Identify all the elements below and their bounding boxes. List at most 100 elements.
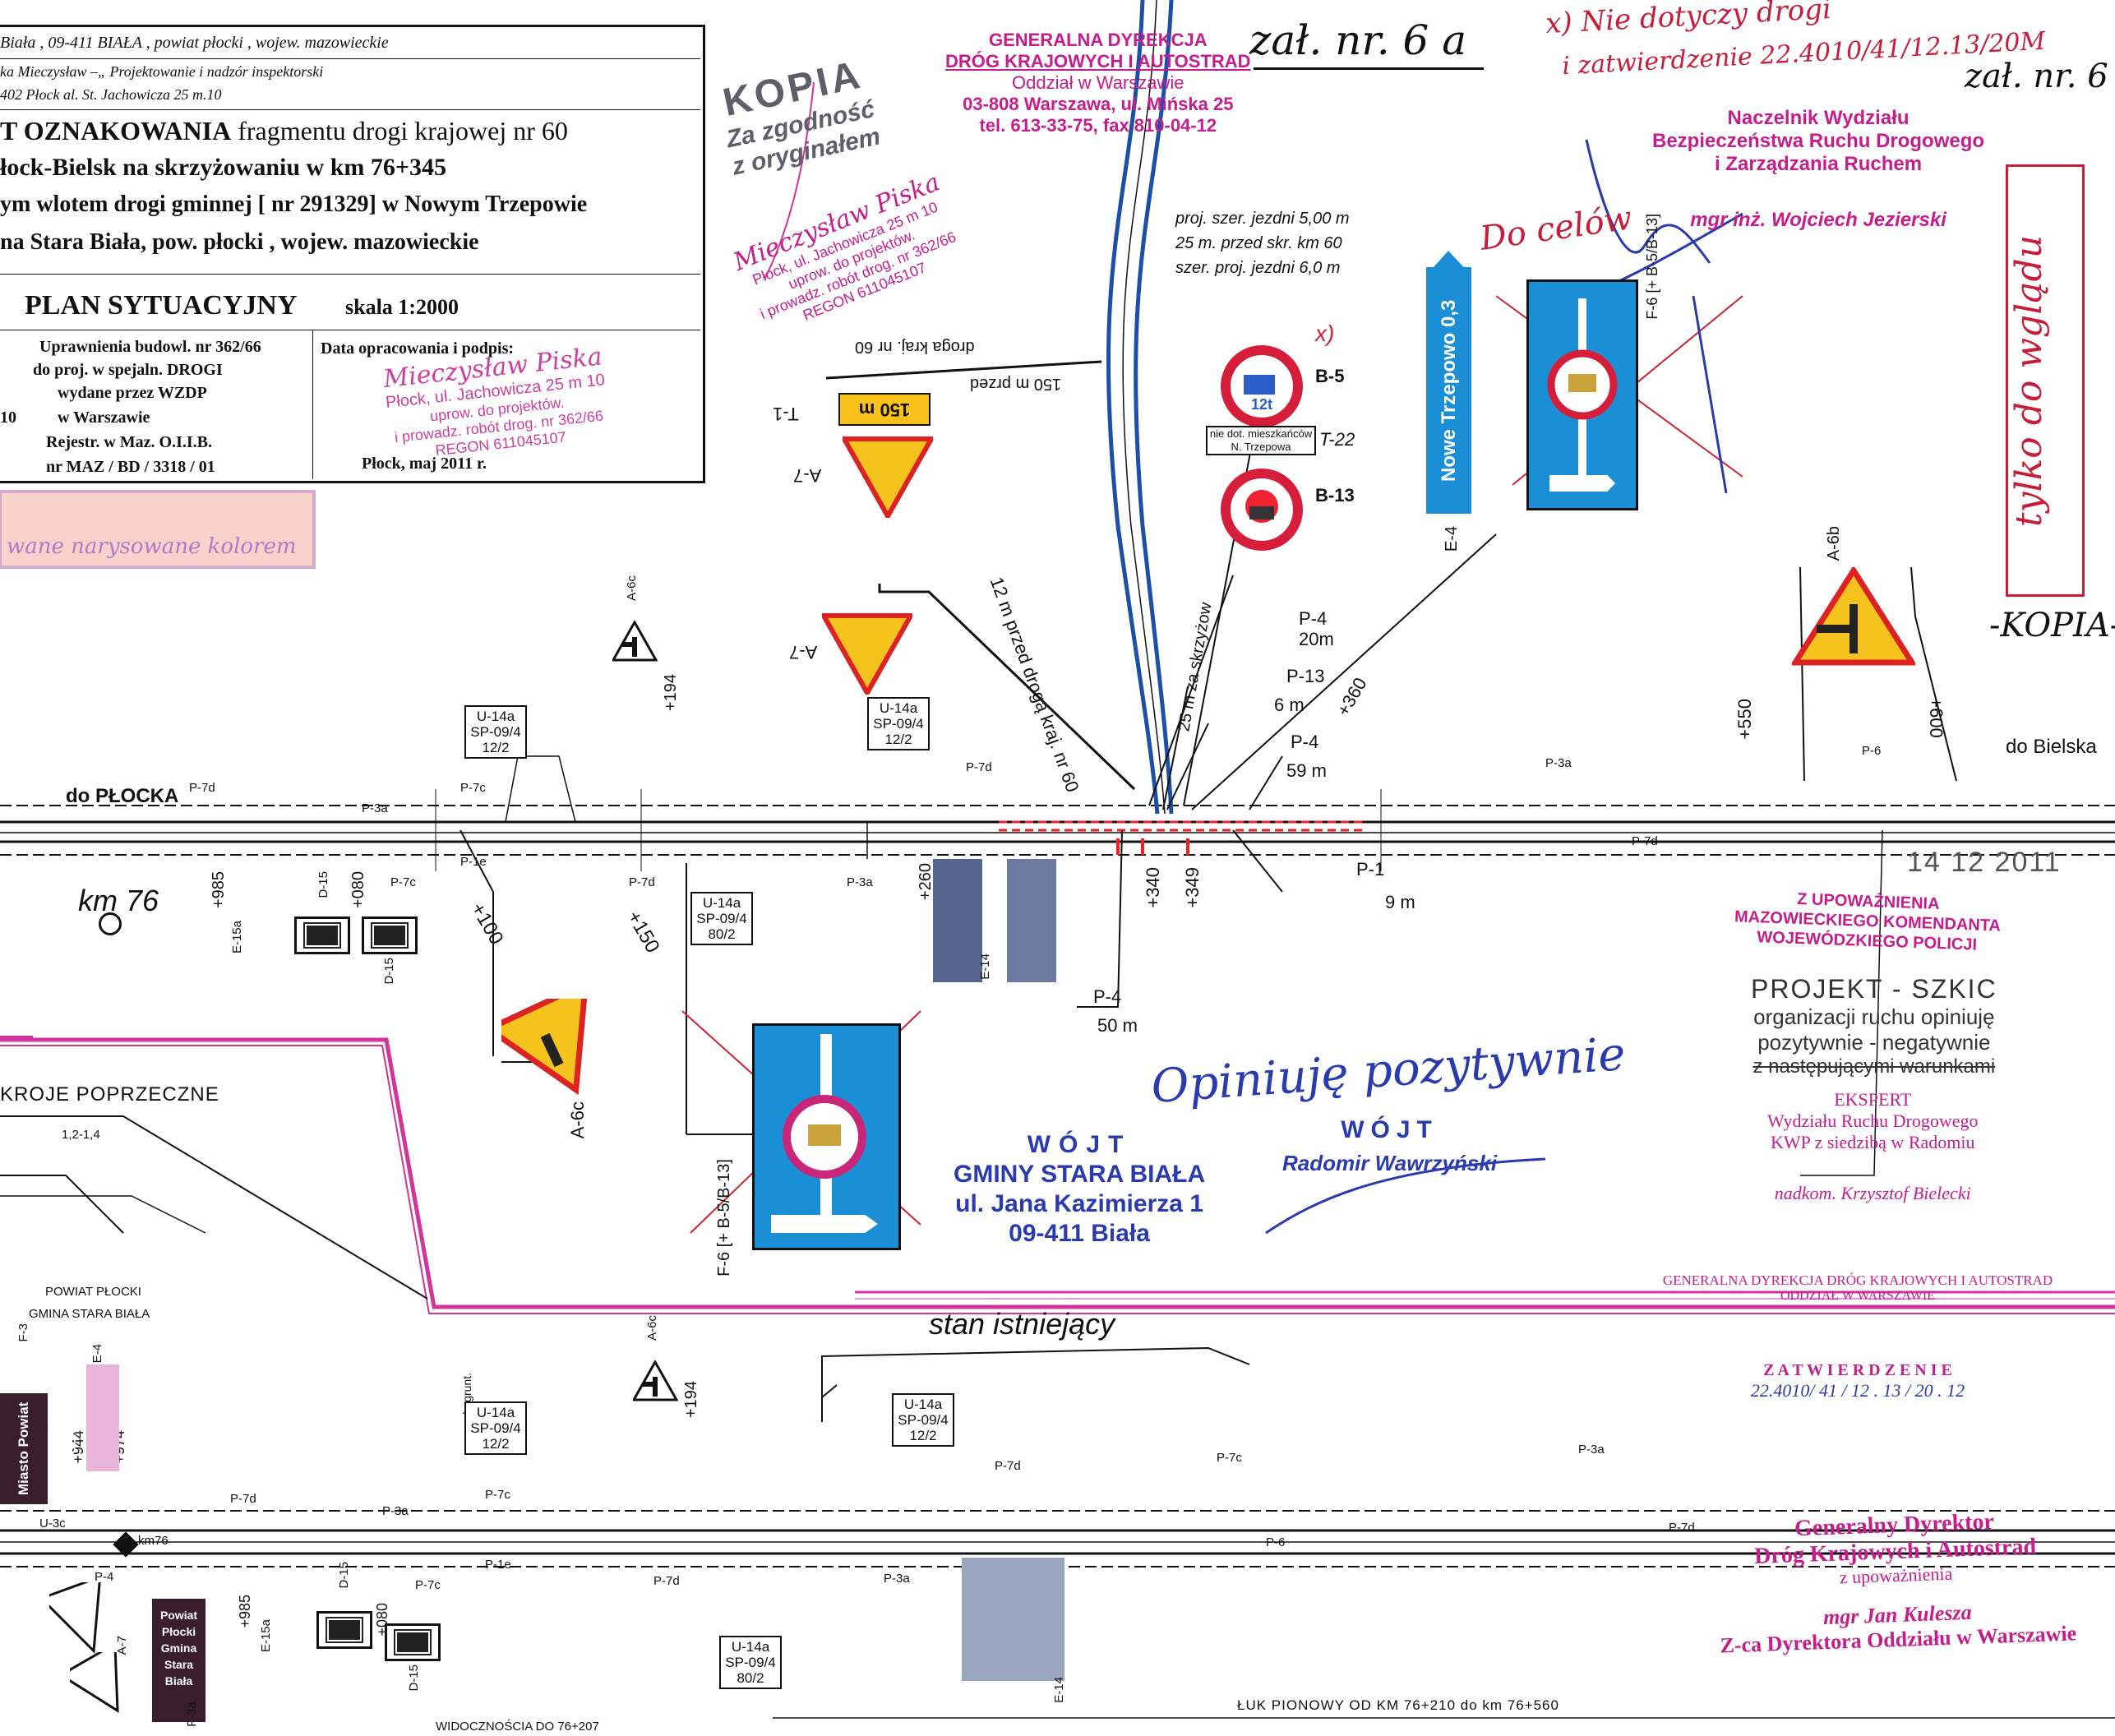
label-p4-50m: 50 m bbox=[1097, 1015, 1138, 1036]
sign-a6c-label-2: A-6c bbox=[567, 1101, 588, 1139]
label-d15-b2: D-15 bbox=[407, 1664, 421, 1692]
label-p13-m: 6 m bbox=[1274, 695, 1305, 715]
label-p1e-1: P-1e bbox=[460, 855, 487, 869]
cross-section-dim: 1,2-1,4 bbox=[62, 1128, 100, 1142]
gmina-label: GMINA STARA BIAŁA bbox=[29, 1307, 150, 1321]
distance-150-label: 150 m przed bbox=[970, 375, 1062, 393]
label-d15-2: D-15 bbox=[382, 958, 396, 985]
label-p1e-b1: P-1e bbox=[485, 1558, 511, 1572]
sign-f6-bottom bbox=[752, 1023, 901, 1250]
gddkia-stamp: GENERALNA DYREKCJA DRÓG KRAJOWYCH I AUTO… bbox=[945, 30, 1251, 136]
director-stamp: Generalny Dyrektor Dróg Krajowych i Auto… bbox=[1720, 1508, 2077, 1658]
proj-width-note-2: szer. proj. jezdni 6,0 m bbox=[1175, 259, 1341, 277]
label-p4-50: P-4 bbox=[1093, 986, 1122, 1007]
permission-line-5: Rejestr. w Maz. O.I.I.B. bbox=[46, 433, 213, 451]
direction-plock: do PŁOCKA bbox=[66, 785, 179, 807]
permission-line-3: wydane przez WZDP bbox=[58, 384, 207, 402]
label-p3a-1: P-3a bbox=[362, 801, 388, 815]
label-p4-59: P-4 bbox=[1291, 732, 1319, 752]
sign-b5-label: B-5 bbox=[1315, 366, 1345, 386]
date-label: Data opracowania i podpis: bbox=[321, 339, 515, 358]
label-p7d-b3: P-7d bbox=[995, 1459, 1021, 1473]
kopia-note: -KOPIA- bbox=[1989, 607, 2115, 644]
legend-text: wane narysowane kolorem bbox=[7, 534, 297, 559]
sign-t1-label: T-1 bbox=[773, 404, 799, 424]
label-e14-1: E-14 bbox=[978, 953, 992, 980]
title-line-1: T OZNAKOWANIA fragmentu drogi krajowej n… bbox=[0, 116, 568, 145]
label-p7c-2: P-7c bbox=[390, 875, 416, 889]
plan-scale: skala 1:2000 bbox=[345, 295, 459, 319]
sign-b13-label: B-13 bbox=[1315, 485, 1355, 506]
sign-e14-b bbox=[962, 1558, 1064, 1681]
sign-d15-b1 bbox=[316, 1611, 372, 1649]
label-p7d-b4: P-7d bbox=[1669, 1521, 1695, 1535]
miasto-plock-sign: Miasto Powiat Płock bbox=[0, 1393, 79, 1504]
wojt-name-stamp: WÓJT Radomir Wawrzyński bbox=[1282, 1116, 1498, 1175]
title-line-2: łock-Bielsk na skrzyżowaniu w km 76+345 bbox=[0, 154, 446, 181]
label-p3a-b3: P-3a bbox=[1578, 1443, 1605, 1457]
label-f3-b: F-3 bbox=[16, 1323, 30, 1342]
attachment-number-2: zał. nr. 6 a bbox=[1965, 58, 2115, 95]
sign-f6-top bbox=[1526, 279, 1638, 510]
sign-e4-direction: Nowe Trzepowo 0,3 bbox=[1426, 267, 1471, 514]
permission-line-2: do proj. w spejaln. DROGI bbox=[33, 361, 223, 379]
sign-a7-label: A-7 bbox=[793, 465, 822, 486]
plan-title: PLAN SYTUACYJNY bbox=[25, 290, 298, 321]
km-76-marker: km 76 bbox=[78, 884, 159, 917]
sign-a6c-icon-3 bbox=[633, 1360, 678, 1401]
sign-a7-b1 bbox=[49, 1582, 102, 1654]
sign-f6-top-label: F-6 [+ B-5/B-13] bbox=[1644, 214, 1660, 320]
km76-label-b: km76 bbox=[138, 1534, 169, 1548]
distance-25-note: 25 m. przed skr. km 60 bbox=[1175, 234, 1342, 252]
label-p7d-2: P-7d bbox=[629, 875, 655, 889]
sign-a6c-label-3: A-6c bbox=[645, 1315, 659, 1341]
title-line-4: na Stara Biała, pow. płocki , wojew. maz… bbox=[0, 229, 479, 255]
sign-a7-yield-icon-2 bbox=[822, 613, 912, 695]
permission-number: 10 bbox=[0, 409, 16, 427]
label-p6-b1: P-6 bbox=[1266, 1535, 1286, 1549]
x-mark-b5: x) bbox=[1315, 321, 1335, 346]
label-p7d-b1: P-7d bbox=[230, 1492, 256, 1506]
permission-line-4: w Warszawie bbox=[58, 409, 150, 427]
label-p7c-b2: P-7c bbox=[415, 1578, 441, 1592]
place-date: Płock, maj 2011 r. bbox=[362, 455, 487, 473]
label-u3c-b1: U-3c bbox=[39, 1517, 66, 1531]
approval-stamp: GENERALNA DYREKCJA DRÓG KRAJOWYCH I AUTO… bbox=[1662, 1272, 2053, 1401]
proj-width-note: proj. szer. jezdni 5,00 m bbox=[1175, 210, 1350, 228]
chainage-194-b: +194 bbox=[682, 1381, 700, 1419]
title-address-line: Biała , 09-411 BIAŁA , powiat płocki , w… bbox=[0, 34, 389, 52]
chainage-600: +600 bbox=[1925, 697, 1946, 738]
label-p7c-1: P-7c bbox=[460, 781, 486, 795]
title-company-line: ka Mieczysław –„ Projektowanie i nadzór … bbox=[0, 63, 324, 80]
tylko-do-wgladu: tylko do wglądu bbox=[2006, 164, 2085, 597]
sign-b13-no-explosives-icon bbox=[1221, 469, 1303, 551]
cross-sections-label: KROJE POPRZECZNE bbox=[0, 1083, 219, 1106]
label-d15-1: D-15 bbox=[316, 871, 330, 898]
chainage-080: +080 bbox=[349, 871, 367, 909]
sign-e4-arrow-tip bbox=[1426, 251, 1471, 275]
label-p13: P-13 bbox=[1286, 666, 1325, 686]
chainage-194: +194 bbox=[662, 674, 680, 712]
label-p3a-3: P-3a bbox=[1545, 756, 1572, 770]
chainage-985-b: +985 bbox=[237, 1595, 253, 1628]
projekt-szkic-stamp: PROJEKT - SZKIC organizacji ruchu opiniu… bbox=[1751, 974, 1997, 1078]
label-p3a-2: P-3a bbox=[847, 875, 873, 889]
sign-t1-plate: 150 m bbox=[838, 393, 931, 426]
label-p7d-4: P-7d bbox=[1632, 834, 1658, 848]
sign-a7-yield-icon bbox=[843, 436, 933, 518]
sign-a6b-label: A-6b bbox=[1825, 526, 1843, 561]
label-e15a-1: E-15a bbox=[230, 921, 244, 954]
sign-e14-1 bbox=[933, 859, 982, 982]
km-marker-icon bbox=[99, 912, 122, 935]
label-p4-59m: 59 m bbox=[1286, 760, 1327, 781]
label-p3a-b1: P-3a bbox=[382, 1504, 409, 1518]
chainage-985: +985 bbox=[210, 871, 228, 909]
label-p1: P-1 bbox=[1356, 859, 1385, 880]
sign-e4-label: E-4 bbox=[1443, 526, 1461, 552]
